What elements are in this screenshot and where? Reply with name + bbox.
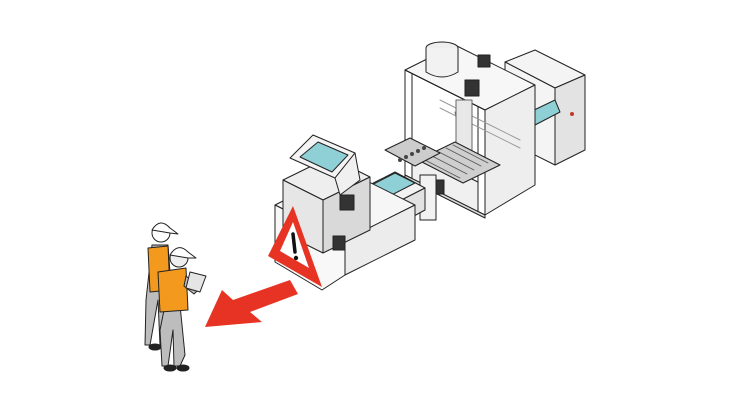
control-box [464, 79, 480, 97]
control-box [339, 194, 355, 211]
indicator-light [570, 112, 574, 116]
direction-arrow-icon [205, 280, 298, 327]
control-box [332, 235, 346, 251]
worker-icon [144, 222, 207, 372]
warning-triangle-icon [268, 206, 322, 287]
